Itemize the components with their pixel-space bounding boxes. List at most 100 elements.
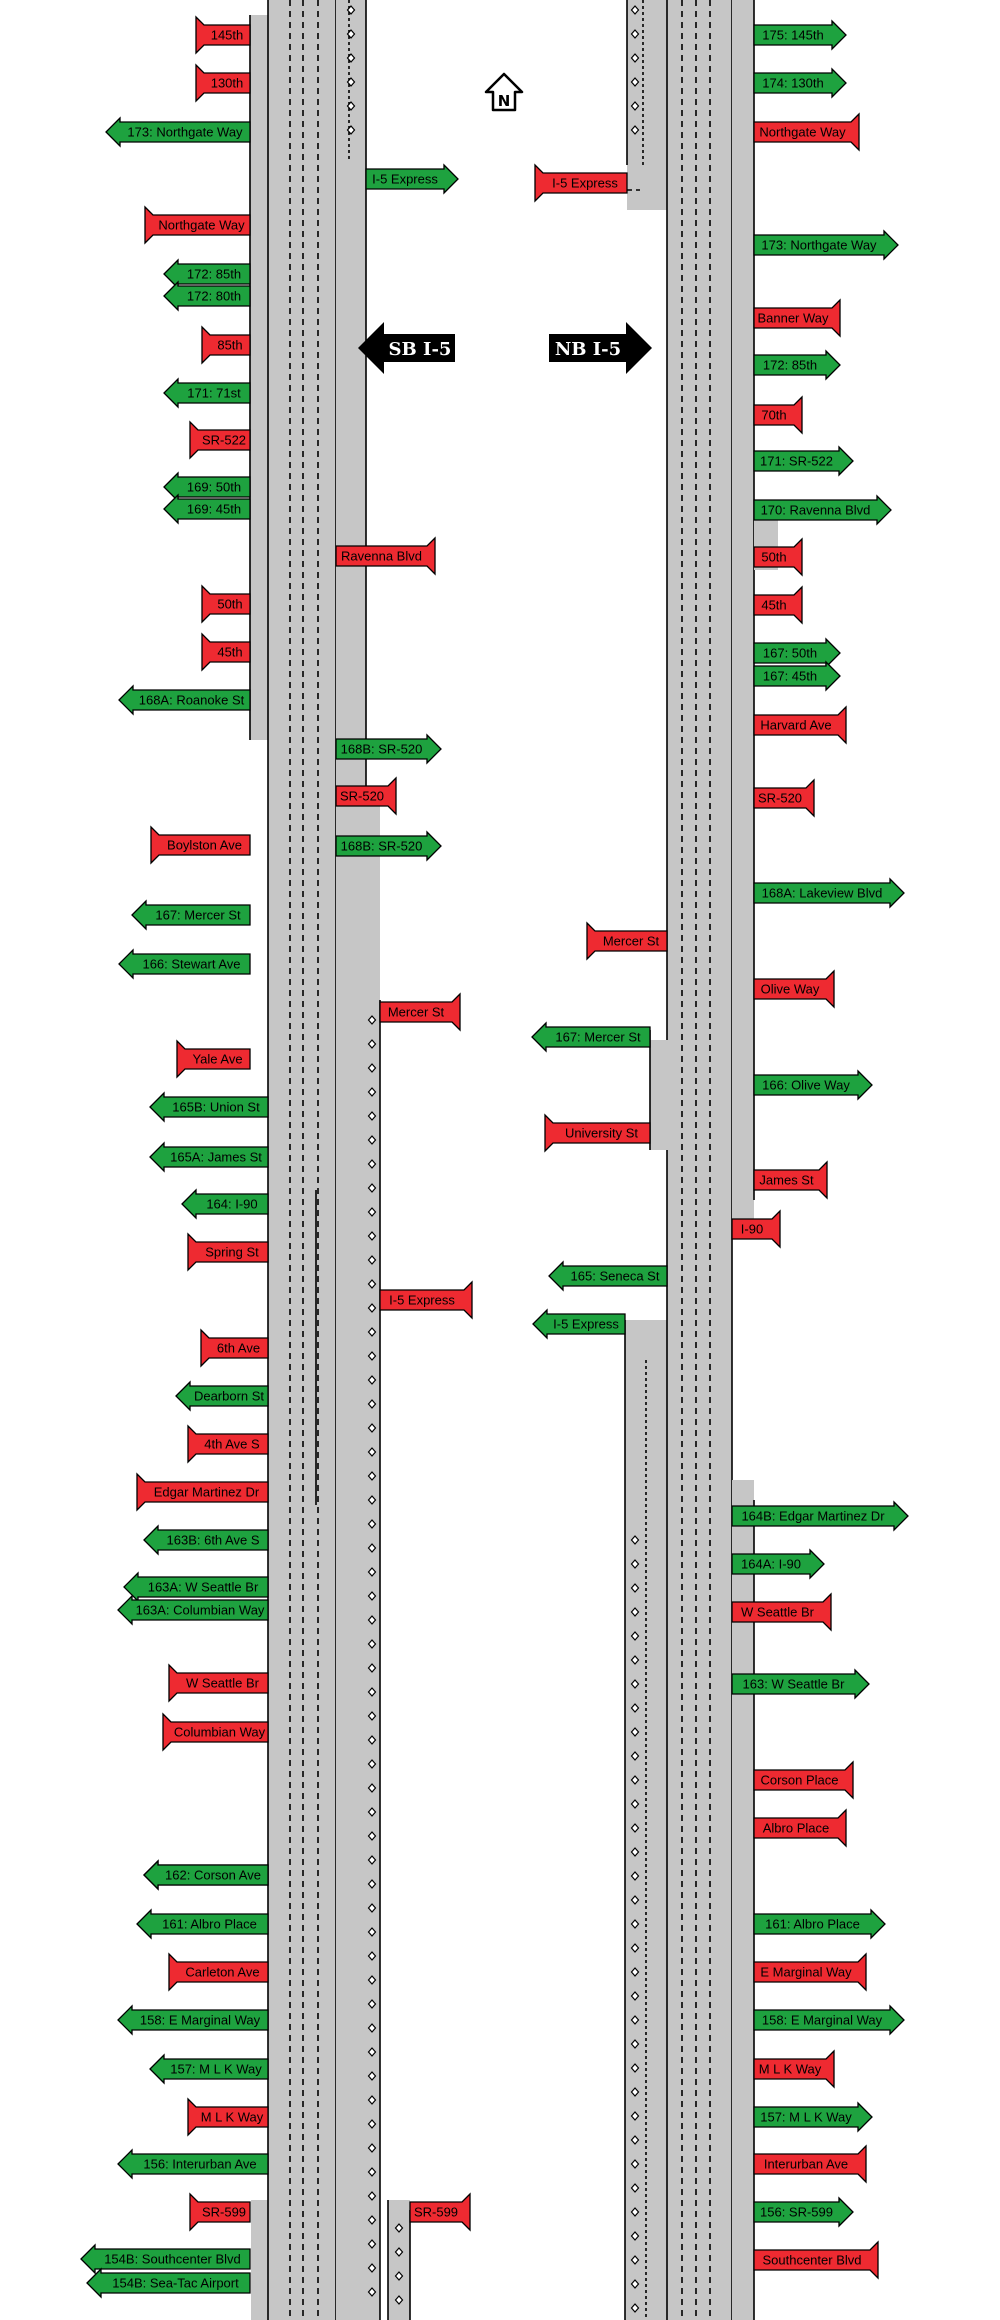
express-hov-diamond-icon [367,1591,377,1601]
exit-arrow-icon [753,349,841,381]
entrance-flag-icon [176,1039,251,1079]
sign-label: 167: Mercer St [555,1030,641,1045]
entrance-sign: 4th Ave S [187,1424,269,1464]
entrance-sign: 70th [753,395,803,435]
exit-arrow-icon [175,1380,269,1412]
entrance-flag-icon [753,2049,835,2089]
entrance-sign: 45th [753,585,803,625]
sign-label: Yale Ave [192,1052,242,1067]
sign-label: 170: Ravenna Blvd [761,503,871,518]
sign-label: 158: E Marginal Way [762,2013,883,2028]
exit-arrow-icon [753,637,841,669]
nb-express-hov-diamond-icon [630,1559,640,1569]
express-nb-hov-diamond-icon [630,125,640,135]
entrance-flag-icon [136,1472,269,1512]
sign-label: I-90 [741,1222,763,1237]
entrance-flag-icon [200,1328,269,1368]
entrance-sign: SR-522 [189,420,251,460]
sign-label: 145th [211,28,244,43]
sign-label: 172: 85th [763,358,817,373]
nb-express-hov-diamond-icon [630,1751,640,1761]
exit-sign: 158: E Marginal Way [117,2004,269,2036]
entrance-flag-icon [150,825,251,865]
express-hov-diamond-icon [367,1279,377,1289]
express-hov-diamond-icon [367,1063,377,1073]
entrance-sign: 145th [195,15,251,55]
sign-label: Carleton Ave [185,1965,259,1980]
entrance-sign: Olive Way [753,969,835,1009]
sign-label: W Seattle Br [186,1676,260,1691]
sign-label: 6th Ave [217,1341,260,1356]
entrance-flag-icon [753,705,847,745]
express-hov-diamond-icon [367,1111,377,1121]
express-hov-diamond-icon [367,1375,377,1385]
express-nb-hov-diamond-icon [630,77,640,87]
entrance-sign: W Seattle Br [168,1663,269,1703]
sign-label: 171: SR-522 [760,454,833,469]
entrance-flag-icon [753,969,835,1009]
exit-sign: 169: 45th [163,493,251,525]
exit-sign: 165: Seneca St [548,1260,668,1292]
entrance-sign: SR-520 [335,776,397,816]
express-nb-hov-diamond-icon [630,101,640,111]
express-hov-diamond-icon [367,1183,377,1193]
express-hov-diamond-icon [367,1615,377,1625]
entrance-sign: I-5 Express [534,163,628,203]
nb-express-hov-diamond-icon [630,1583,640,1593]
sb-sr599-hov-diamond-icon [394,2223,404,2233]
nb-express-hov-diamond-icon [630,1535,640,1545]
sign-label: 172: 85th [187,267,241,282]
sign-label: 4th Ave S [204,1437,260,1452]
entrance-flag-icon [201,584,251,624]
nb-express-hov-diamond-icon [630,1775,640,1785]
nb-express-hov-diamond-icon [630,1607,640,1617]
exit-sign: 173: Northgate Way [753,229,899,261]
exit-sign: 165B: Union St [149,1091,269,1123]
exit-sign: 167: Mercer St [531,1021,651,1053]
sign-label: 165A: James St [170,1150,262,1165]
sign-label: SR-599 [202,2205,246,2220]
nb-express-hov-diamond-icon [630,2015,640,2025]
entrance-flag-icon [144,205,251,245]
nb-express-hov-diamond-icon [630,2159,640,2169]
exit-arrow-icon [105,116,251,148]
exit-arrow-icon [181,1188,269,1220]
express-hov-diamond-icon [346,5,356,15]
exit-sign: Dearborn St [175,1380,269,1412]
sign-label: 50th [761,550,786,565]
entrance-sign: Mercer St [586,921,668,961]
sign-label: Boylston Ave [167,838,242,853]
entrance-flag-icon [335,776,397,816]
northbound-direction-arrow: NB I-5 [549,322,652,374]
sign-label: 163A: Columbian Way [136,1603,265,1618]
entrance-flag-icon [731,1209,781,1249]
nb-express-hov-diamond-icon [630,2303,640,2313]
entrance-flag-icon [586,921,668,961]
nb-express-hov-diamond-icon [630,2039,640,2049]
express-hov-diamond-icon [346,77,356,87]
nb-express-hov-diamond-icon [630,2279,640,2289]
entrance-flag-icon [379,992,461,1032]
sign-label: 164B: Edgar Martinez Dr [741,1509,885,1524]
sign-label: Ravenna Blvd [341,549,422,564]
express-hov-diamond-icon [367,1663,377,1673]
express-hov-diamond-icon [367,1879,377,1889]
exit-arrow-icon [118,684,251,716]
nb-express-hov-diamond-icon [630,1847,640,1857]
exit-arrow-icon [143,1524,269,1556]
exit-arrow-icon [731,1668,870,1700]
exit-sign: 154B: Southcenter Blvd [80,2243,251,2275]
exit-arrow-icon [149,1091,269,1123]
sign-label: 175: 145th [762,28,823,43]
entrance-sign: Carleton Ave [168,1952,269,1992]
sign-label: Interurban Ave [764,2157,848,2172]
sign-label: 161: Albro Place [162,1917,257,1932]
sign-label: 158: E Marginal Way [140,2013,261,2028]
entrance-sign: Northgate Way [144,205,251,245]
sign-label: 168A: Roanoke St [139,693,245,708]
express-hov-diamond-icon [367,1399,377,1409]
express-hov-diamond-icon [367,2119,377,2129]
sign-label: SR-599 [414,2205,458,2220]
entrance-flag-icon [379,1280,473,1320]
sign-label: 164: I-90 [206,1197,257,1212]
